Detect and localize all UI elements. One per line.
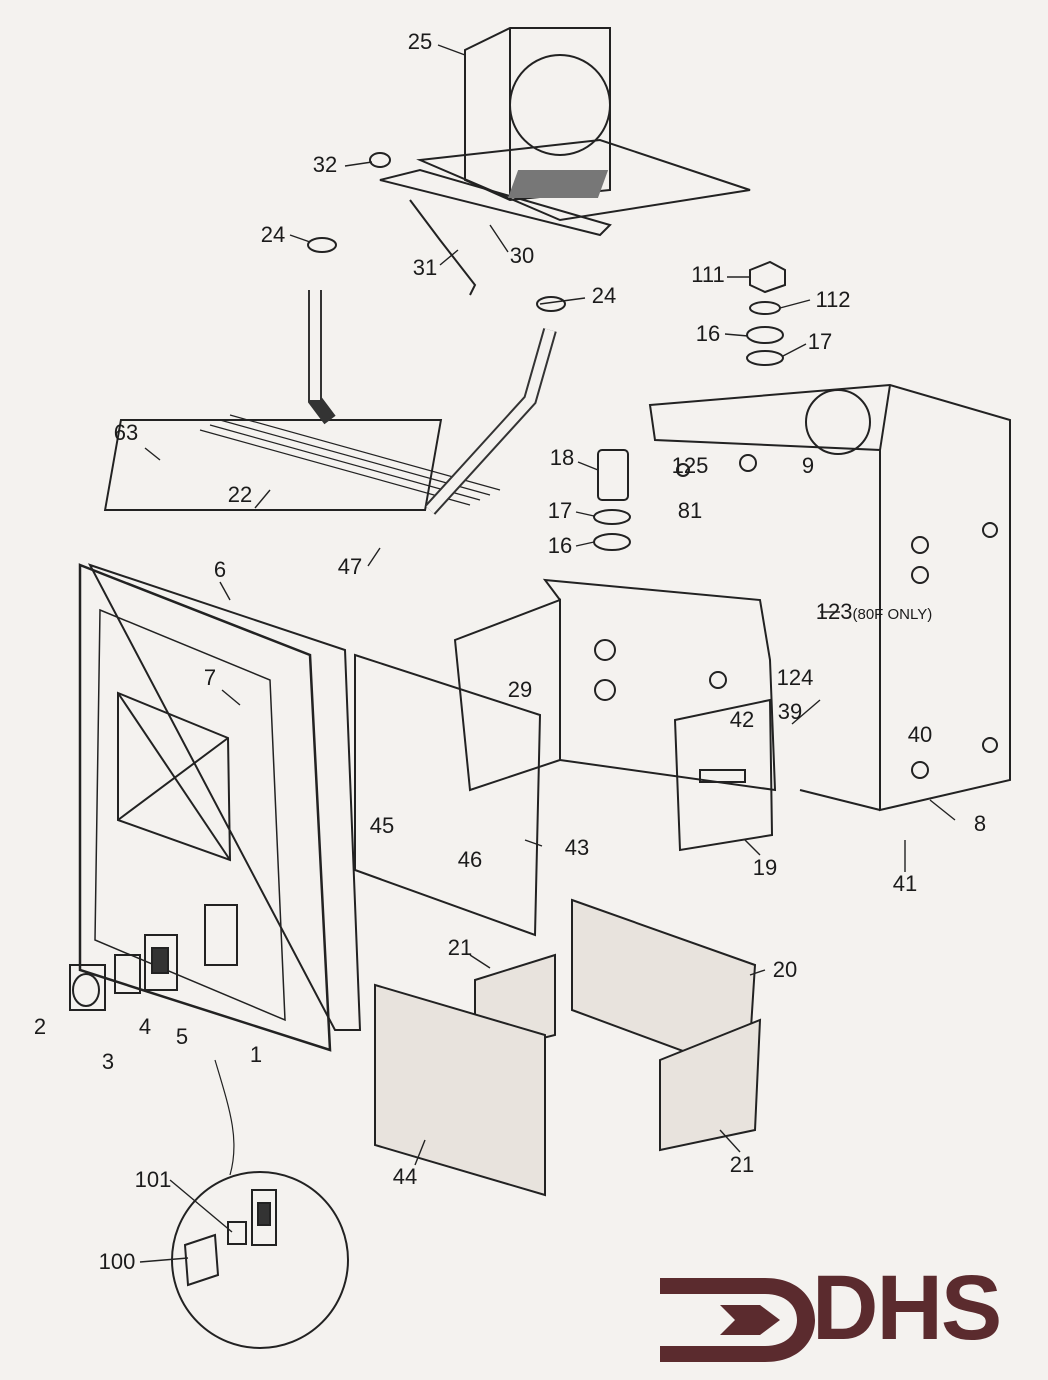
- callout-24b: 24: [591, 283, 617, 308]
- callout-41: 41: [892, 871, 918, 896]
- callout-39: 39: [777, 699, 803, 724]
- callout-43: 43: [564, 835, 590, 860]
- callout-21b: 21: [729, 1152, 755, 1177]
- callout-3: 3: [101, 1049, 115, 1074]
- panel-43: [354, 653, 542, 937]
- callout-123-note: (80F ONLY): [852, 606, 933, 623]
- callout-46: 46: [457, 847, 483, 872]
- callout-2: 2: [33, 1014, 47, 1039]
- callout-30: 30: [509, 243, 535, 268]
- leader-lines: [139, 44, 956, 1263]
- front-panel-1: [78, 563, 362, 1052]
- callout-44: 44: [392, 1164, 418, 1189]
- callout-111: 111: [691, 262, 725, 287]
- callout-16: 16: [695, 321, 721, 346]
- callout-4: 4: [138, 1014, 152, 1039]
- callout-1: 1: [249, 1042, 263, 1067]
- callout-40: 40: [907, 722, 933, 747]
- callout-112: 112: [815, 287, 851, 312]
- callout-17: 17: [807, 329, 833, 354]
- callout-100: 100: [98, 1249, 136, 1274]
- callout-16b: 16: [547, 533, 573, 558]
- callout-5: 5: [175, 1024, 189, 1049]
- callout-63: 63: [113, 420, 139, 445]
- casing-8: [648, 383, 1011, 812]
- callout-124: 124: [776, 665, 814, 690]
- callout-7: 7: [203, 665, 217, 690]
- insulation-44: [374, 983, 546, 1197]
- bracket-19: [673, 698, 774, 852]
- callout-42: 42: [729, 707, 755, 732]
- switch-parts-3-4-5: [69, 934, 178, 1011]
- fan-hood-25: [379, 27, 751, 237]
- callout-81: 81: [677, 498, 703, 523]
- callout-123-number: 123: [815, 599, 853, 624]
- dhs-logo-mark: [660, 1278, 815, 1362]
- callout-45: 45: [369, 813, 395, 838]
- wing-nut-32: [369, 152, 391, 168]
- dhs-logo-text: DHS: [812, 1257, 1002, 1359]
- callout-18: 18: [549, 445, 575, 470]
- callout-25: 25: [407, 29, 433, 54]
- callout-21: 21: [447, 935, 473, 960]
- callout-29: 29: [507, 677, 533, 702]
- callout-31: 31: [412, 255, 438, 280]
- callout-8: 8: [973, 811, 987, 836]
- callout-32: 32: [312, 152, 338, 177]
- callout-20: 20: [772, 957, 798, 982]
- callout-125: 125: [671, 453, 709, 478]
- heat-exchanger-22: [103, 237, 566, 515]
- callout-123: 123(80F ONLY): [816, 601, 932, 623]
- callout-24: 24: [260, 222, 286, 247]
- rod-31: [409, 199, 477, 296]
- callout-22: 22: [227, 482, 253, 507]
- callout-9: 9: [801, 453, 815, 478]
- callout-101: 101: [134, 1167, 172, 1192]
- insulation-21-right: [659, 1018, 762, 1152]
- callout-6: 6: [213, 557, 227, 582]
- combustion-chamber-29: [453, 578, 777, 792]
- callout-17b: 17: [547, 498, 573, 523]
- callout-19: 19: [752, 855, 778, 880]
- callout-47: 47: [337, 554, 363, 579]
